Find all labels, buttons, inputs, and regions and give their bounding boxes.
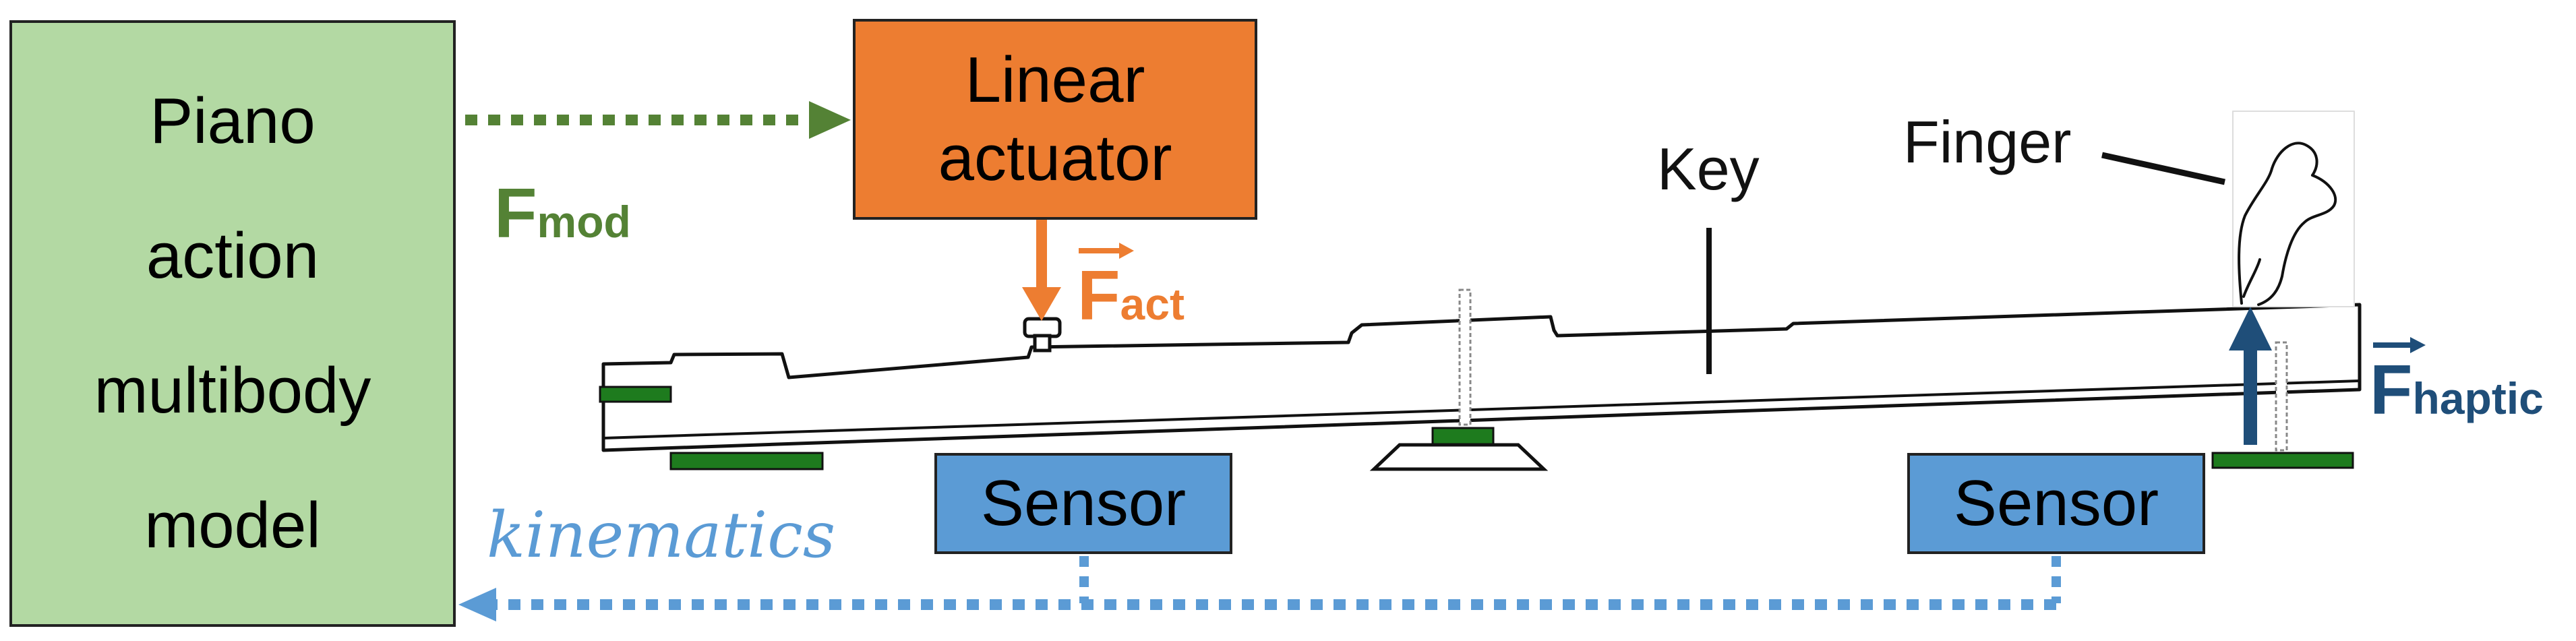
fact-arrow bbox=[1022, 220, 1134, 321]
sensor-right-label: Sensor bbox=[1953, 467, 2159, 539]
fmod-arrow bbox=[465, 101, 851, 139]
fact-label: Fact bbox=[1077, 256, 1185, 336]
model-line-2: action bbox=[146, 220, 320, 292]
kinematics-arrow bbox=[458, 556, 2061, 621]
fact-symbol: F bbox=[1077, 257, 1120, 335]
linear-actuator-box: Linear actuator bbox=[853, 19, 1257, 220]
front-guide-pin bbox=[2275, 341, 2288, 452]
sensor-left-box: Sensor bbox=[934, 453, 1232, 554]
finger-label: Finger bbox=[1903, 109, 2072, 175]
finger-icon bbox=[2232, 111, 2355, 307]
fmod-symbol: F bbox=[494, 175, 537, 253]
finger-pointer bbox=[2101, 152, 2225, 185]
felt-pad-front bbox=[599, 386, 672, 403]
model-line-1: Piano bbox=[150, 85, 316, 157]
fhaptic-arrow bbox=[2229, 307, 2426, 445]
fmod-label: Fmod bbox=[494, 174, 631, 254]
fhaptic-label: Fhaptic bbox=[2370, 350, 2544, 431]
actuator-line-2: actuator bbox=[938, 122, 1172, 194]
actuator-line-1: Linear bbox=[965, 44, 1145, 116]
fhaptic-symbol: F bbox=[2370, 351, 2413, 429]
fact-subscript: act bbox=[1120, 279, 1185, 329]
kinematics-label: kinematics bbox=[487, 499, 836, 572]
fmod-subscript: mod bbox=[537, 197, 631, 247]
model-line-3: multibody bbox=[94, 355, 371, 427]
piano-key bbox=[601, 303, 2362, 452]
multibody-model-box: Piano action multibody model bbox=[9, 20, 456, 627]
key-label: Key bbox=[1657, 135, 1760, 202]
model-line-4: model bbox=[144, 489, 321, 561]
balance-pivot bbox=[1369, 288, 1549, 471]
sensor-right-box: Sensor bbox=[1907, 453, 2205, 554]
fhaptic-subscript: haptic bbox=[2412, 373, 2544, 423]
felt-pad-right bbox=[2211, 452, 2354, 469]
sensor-left-label: Sensor bbox=[980, 467, 1187, 539]
felt-pad-left bbox=[669, 452, 824, 470]
